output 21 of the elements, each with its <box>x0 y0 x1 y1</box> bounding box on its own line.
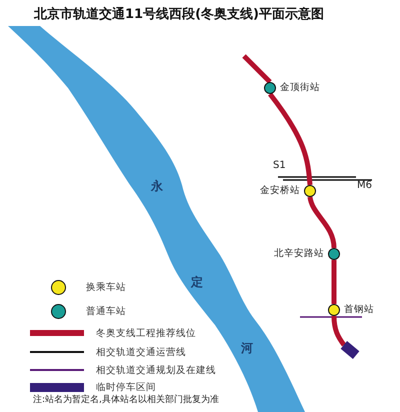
map-title: 北京市轨道交通11号线西段(冬奥支线)平面示意图 <box>34 6 324 23</box>
river-name: 定 <box>191 274 203 291</box>
station-name: 金顶街站 <box>280 82 320 94</box>
station-name: 首钢站 <box>344 304 374 316</box>
rail-line <box>308 196 336 248</box>
legend-text: 临时停车区间 <box>96 380 156 394</box>
legend-text: 普通车站 <box>86 304 126 318</box>
line-name: S1 <box>273 160 286 171</box>
legend-text: 换乘车站 <box>86 280 126 294</box>
river-name: 永 <box>151 178 163 195</box>
legend-text: 相交轨道交通规划及在建线 <box>96 364 216 376</box>
river-name: 河 <box>241 340 253 357</box>
legend-text: 冬奥支线工程推荐线位 <box>96 326 196 340</box>
line-name: M6 <box>357 180 372 191</box>
station-name: 金安桥站 <box>260 185 300 197</box>
rail-line <box>268 92 312 186</box>
station-name: 北辛安路站 <box>274 248 324 260</box>
rail-line <box>332 260 336 304</box>
note: 注:站名为暂定名,具体站名以相关部门批复为准 <box>33 394 219 406</box>
rail-line <box>332 316 346 346</box>
legend-text: 相交轨道交通运营线 <box>96 346 186 358</box>
